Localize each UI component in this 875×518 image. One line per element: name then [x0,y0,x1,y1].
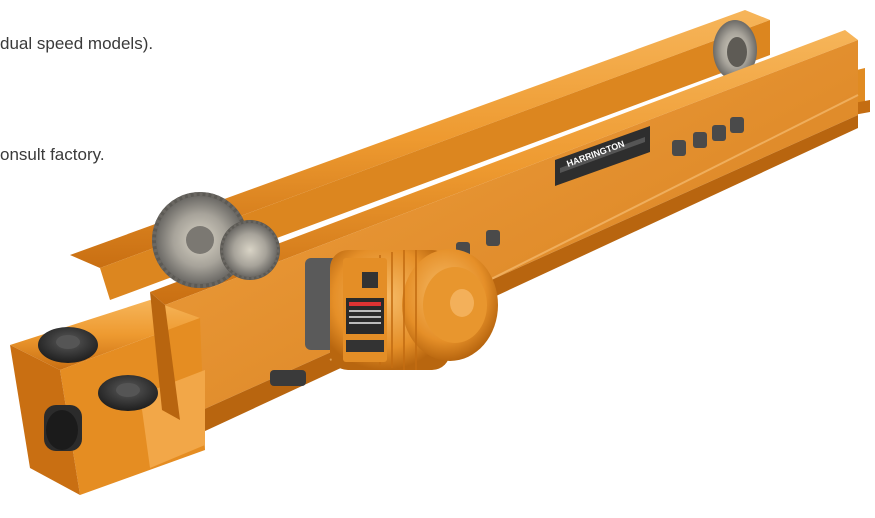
nameplate: HARRINGTON [555,126,650,186]
left-wheel-upper [38,327,98,363]
drive-motor [305,249,498,370]
pinion-gear [220,220,280,280]
bumper [44,405,82,451]
rear-rail-top-flange [70,10,770,268]
drive-shaft [270,370,306,386]
spec-text-line-2: onsult factory. [0,145,105,164]
spec-text-line-1: dual speed models). [0,34,154,53]
front-rail-top [150,30,858,305]
left-wheel-lower [98,375,158,411]
